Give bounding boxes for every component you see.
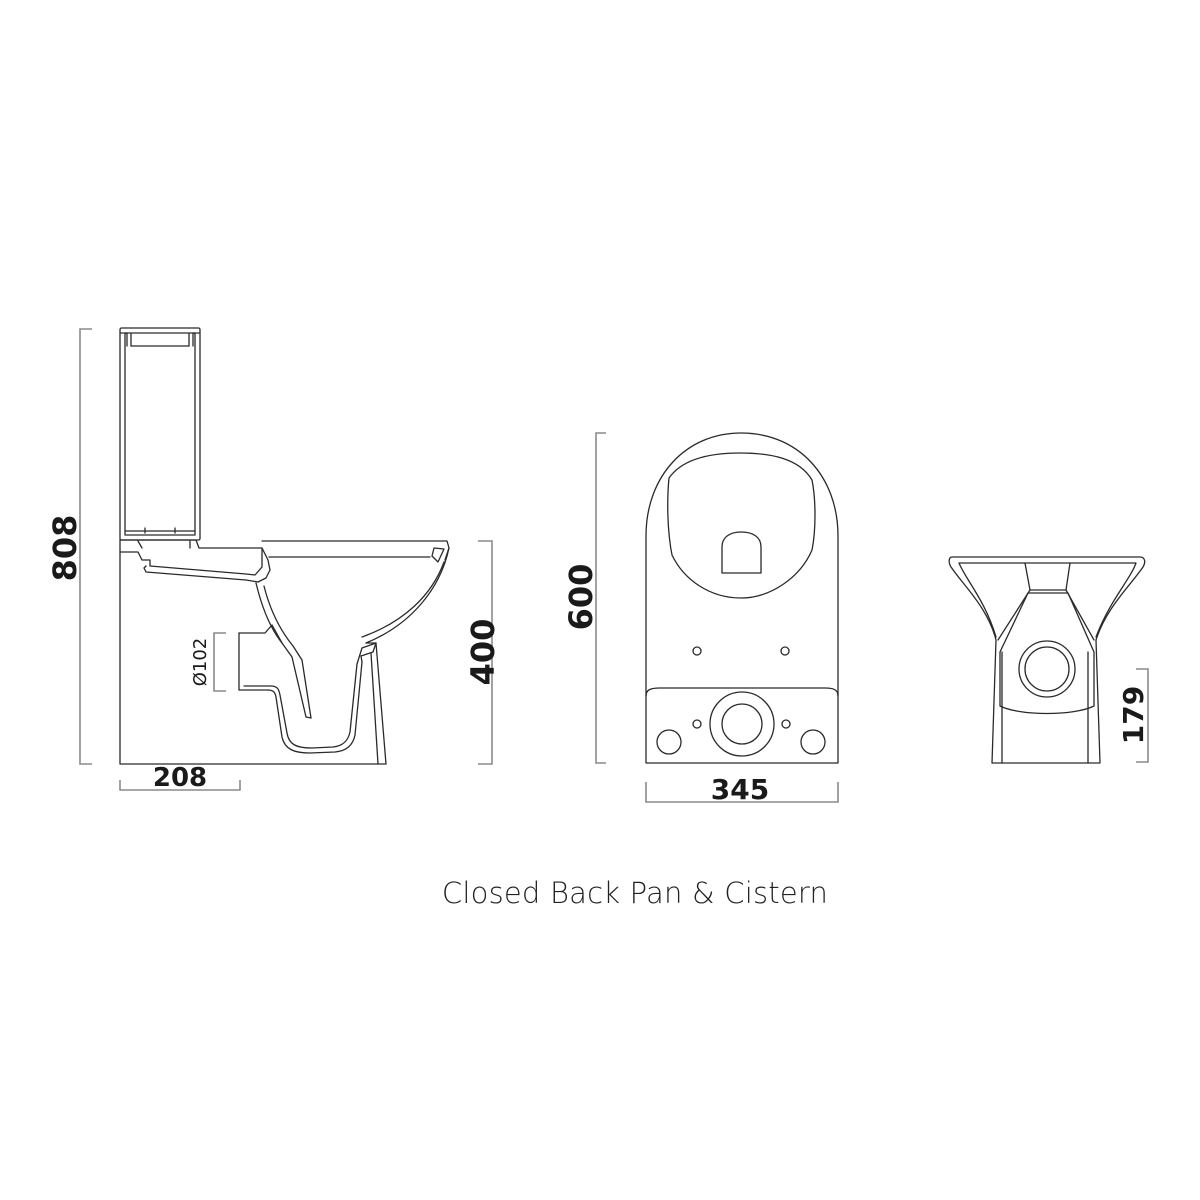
pan-rear [948,556,1146,764]
dimension-label-600: 600 [562,564,600,631]
top-view: 600 345 [562,432,839,806]
dimension-outlet-offset: 208 [119,763,241,793]
pan-body [119,539,450,765]
rear-view: 179 [948,556,1150,764]
dimension-pan-height: 400 [464,540,502,765]
dimension-overall-height: 808 [46,328,92,765]
dimension-label-179: 179 [1117,686,1150,744]
dimension-label-208: 208 [153,763,207,793]
dimension-label-400: 400 [464,619,502,686]
dimension-width: 345 [645,773,839,806]
cistern [119,327,201,541]
side-view: 808 [46,327,502,793]
dimension-label-diameter: Ø102 [190,638,211,687]
pan-plan [645,432,839,764]
drawing-caption: Closed Back Pan & Cistern [441,876,829,910]
dimension-label-345: 345 [711,773,769,806]
dimension-label-808: 808 [46,515,84,582]
dimension-outlet-height: 179 [1117,668,1150,763]
dimension-length: 600 [562,432,606,764]
dimension-outlet-diameter: Ø102 [190,632,226,692]
